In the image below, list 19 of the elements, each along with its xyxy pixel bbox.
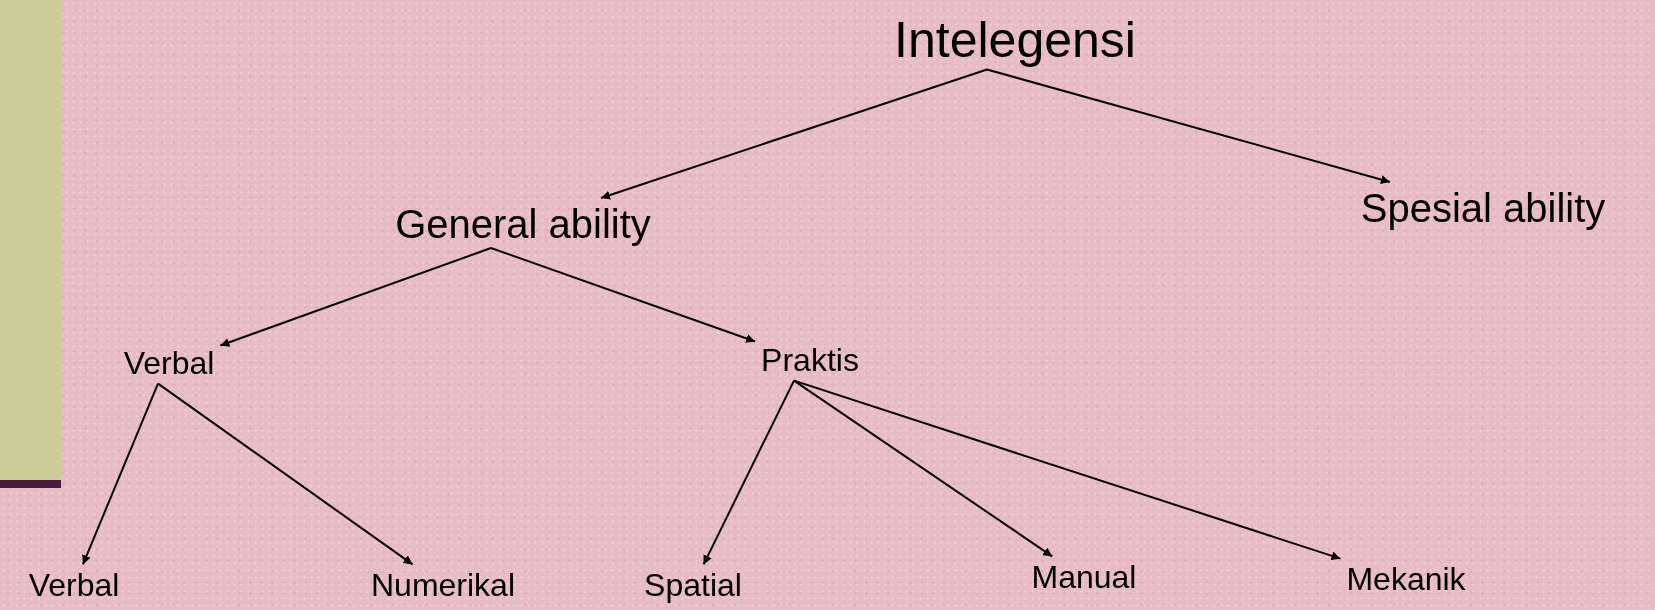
node-label: Spatial: [642, 568, 744, 604]
arrow: [600, 68, 988, 200]
arrow: [81, 382, 159, 566]
arrow: [793, 379, 1054, 558]
node-label: Verbal: [121, 346, 217, 382]
node-label: Intelegensi: [892, 12, 1138, 68]
arrow: [490, 247, 757, 343]
arrow: [219, 247, 492, 347]
arrow: [986, 68, 1391, 184]
node-label: Spesial ability: [1358, 186, 1608, 230]
node-label: Verbal: [26, 568, 122, 604]
arrow: [793, 379, 1342, 561]
node-label: Numerikal: [369, 568, 517, 604]
arrow: [157, 382, 414, 566]
node-label: Mekanik: [1344, 562, 1468, 598]
arrow: [702, 379, 795, 566]
node-label: Praktis: [759, 343, 861, 379]
node-label: Manual: [1029, 560, 1139, 596]
node-label: General ability: [393, 202, 653, 246]
